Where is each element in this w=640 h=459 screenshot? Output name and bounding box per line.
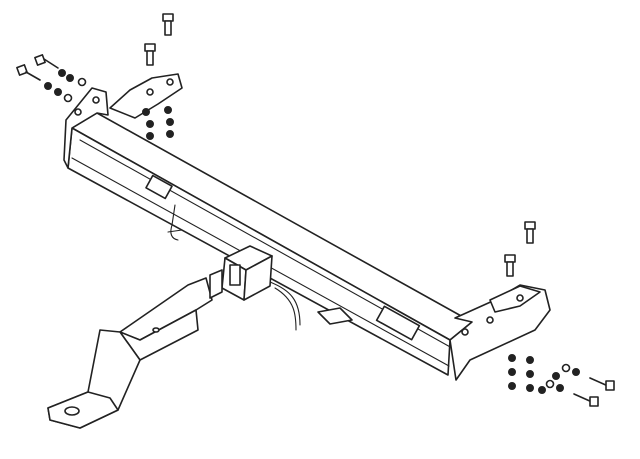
bolt [504,254,516,277]
drawbar-ball-mount [47,277,213,429]
bolt [34,54,59,69]
receiver-hitch [209,245,301,331]
wiring-bracket [167,204,353,325]
right-mounting-bracket [449,284,551,381]
bolt [16,64,41,81]
bolt [573,393,599,407]
bolt [589,377,615,391]
bolt [162,13,174,36]
bolts [16,13,615,407]
nuts-washers [44,69,580,394]
bolt [144,43,156,66]
left-mounting-bracket [63,73,183,169]
bolt [524,221,536,244]
